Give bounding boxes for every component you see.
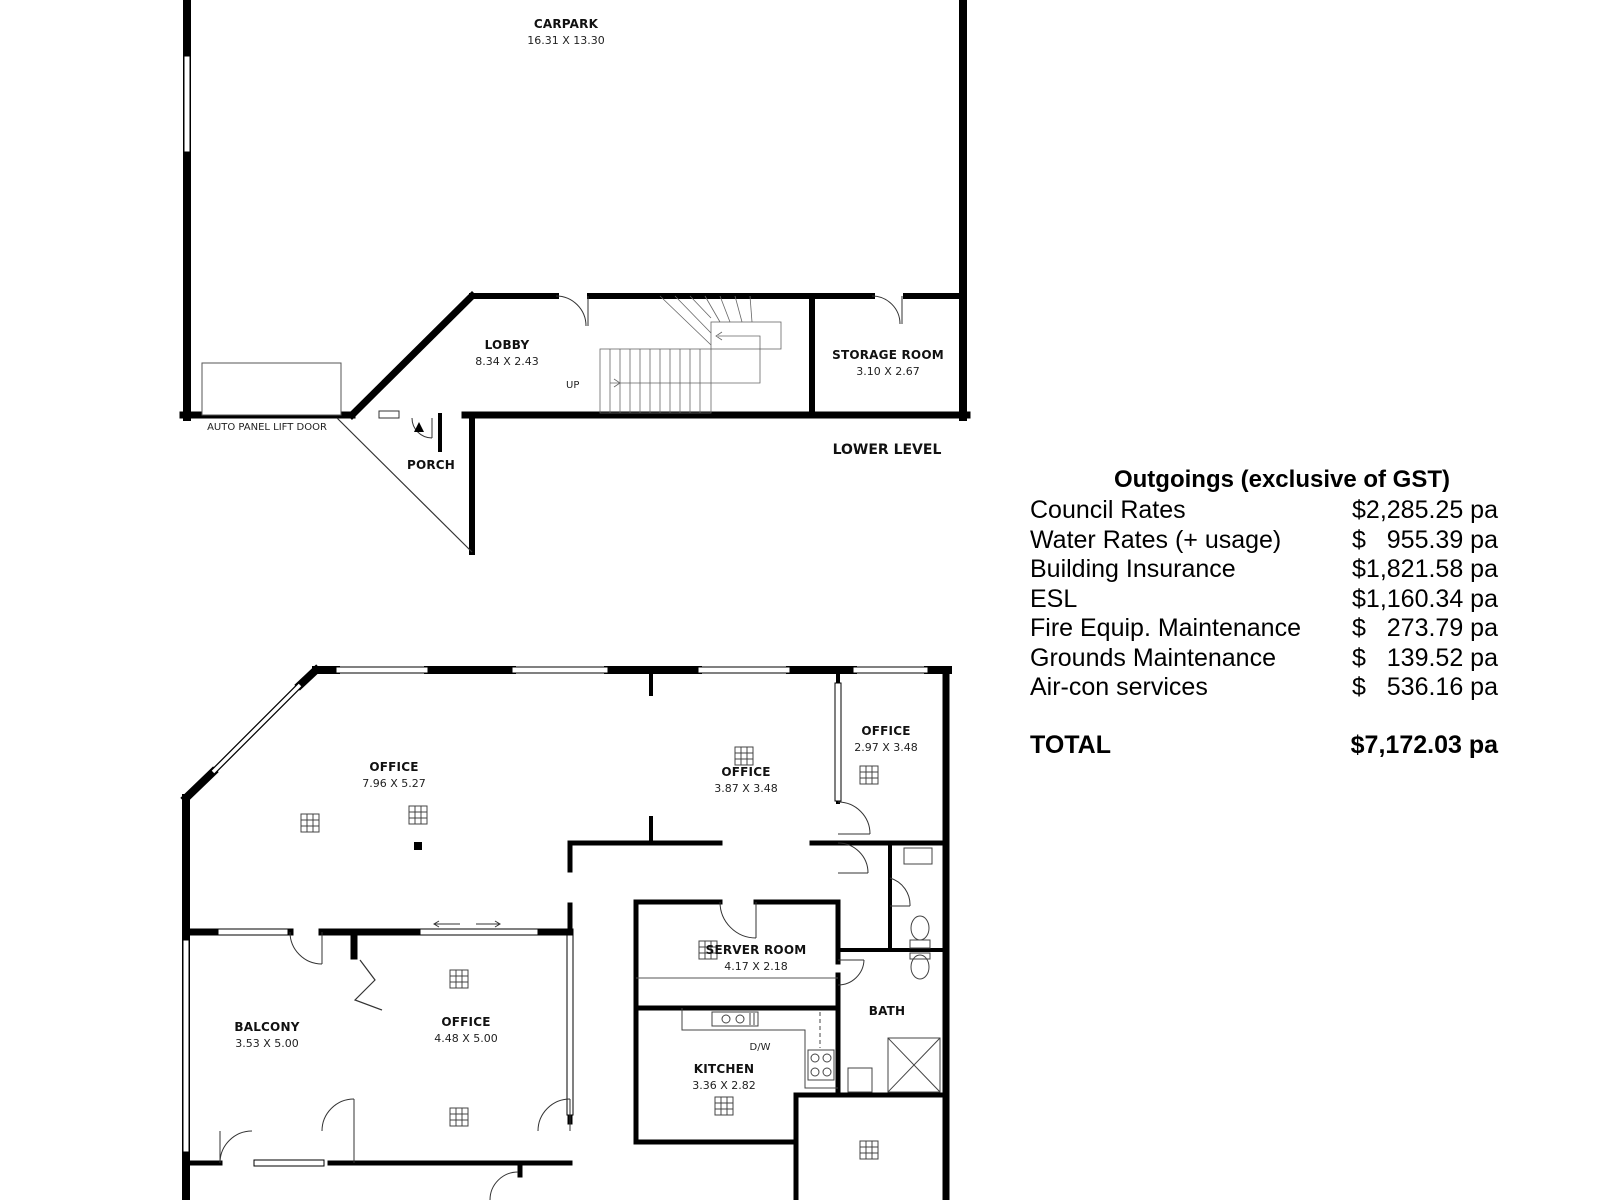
- column-marker: [414, 842, 422, 850]
- outgoing-row: Air-con services $ 536.16 pa: [1030, 673, 1510, 703]
- total-value: $7,172.03 pa: [1350, 730, 1498, 759]
- outgoing-label: Water Rates (+ usage): [1030, 525, 1282, 554]
- upper-windows: [182, 666, 929, 1167]
- carpark-dims: 16.31 X 13.30: [527, 34, 605, 47]
- outgoing-value: $ 955.39 pa: [1352, 525, 1498, 554]
- outgoing-row: ESL $1,160.34 pa: [1030, 585, 1510, 615]
- stairs-up-label: UP: [566, 380, 579, 391]
- outgoing-row: Council Rates $2,285.25 pa: [1030, 496, 1510, 526]
- outgoing-label: Fire Equip. Maintenance: [1030, 614, 1301, 642]
- outgoing-row: Water Rates (+ usage) $ 955.39 pa: [1030, 526, 1510, 556]
- upper-doors: [219, 801, 911, 1200]
- storage-dims: 3.10 X 2.67: [856, 365, 920, 378]
- lift-door: [201, 362, 342, 416]
- outgoing-value: $ 536.16 pa: [1352, 673, 1498, 701]
- outgoing-value: $1,160.34 pa: [1352, 584, 1498, 613]
- entry-door: [378, 410, 433, 439]
- carpark-window: [183, 55, 191, 153]
- balcony-name: BALCONY: [234, 1020, 299, 1034]
- outgoing-label: ESL: [1030, 584, 1078, 613]
- bathroom-fittings: [847, 847, 941, 1093]
- bifold-door: [353, 959, 383, 1011]
- server-dims: 4.17 X 2.18: [724, 960, 788, 973]
- kitchen-fittings: [681, 1008, 838, 1089]
- stairs: [599, 295, 782, 414]
- office-mid-name: OFFICE: [721, 765, 770, 779]
- office-main-name: OFFICE: [369, 760, 418, 774]
- porch-name: PORCH: [407, 458, 455, 472]
- bath-name: BATH: [869, 1004, 906, 1018]
- office-lower-name: OFFICE: [441, 1015, 490, 1029]
- outgoing-value: $ 273.79 pa: [1352, 614, 1498, 642]
- dishwasher-label: D/W: [750, 1042, 771, 1053]
- outgoing-label: Council Rates: [1030, 496, 1186, 524]
- outgoing-row: Fire Equip. Maintenance $ 273.79 pa: [1030, 614, 1510, 644]
- office-small-name: OFFICE: [861, 724, 910, 738]
- outgoing-value: $1,821.58 pa: [1352, 555, 1498, 583]
- sliding-door-arrows: [433, 920, 501, 928]
- total-row: TOTAL $7,172.03 pa: [1030, 731, 1510, 761]
- lift-door-label: AUTO PANEL LIFT DOOR: [207, 422, 327, 433]
- porch-outline: [336, 417, 473, 553]
- outgoing-value: $2,285.25 pa: [1352, 496, 1498, 524]
- outgoing-row: Grounds Maintenance $ 139.52 pa: [1030, 644, 1510, 674]
- lobby-doors: [555, 295, 903, 327]
- balcony-dims: 3.53 X 5.00: [235, 1037, 299, 1050]
- storage-name: STORAGE ROOM: [832, 348, 944, 362]
- outgoing-label: Air-con services: [1030, 673, 1208, 701]
- server-name: SERVER ROOM: [706, 943, 807, 957]
- kitchen-name: KITCHEN: [694, 1062, 754, 1076]
- lobby-name: LOBBY: [485, 338, 530, 352]
- level-label: LOWER LEVEL: [833, 442, 942, 458]
- outgoings-table: Outgoings (exclusive of GST) Council Rat…: [1030, 466, 1510, 760]
- office-mid-dims: 3.87 X 3.48: [714, 782, 778, 795]
- entry-arrow-icon: [414, 422, 424, 432]
- outgoing-label: Building Insurance: [1030, 555, 1236, 583]
- office-main-dims: 7.96 X 5.27: [362, 777, 426, 790]
- lobby-dims: 8.34 X 2.43: [475, 355, 539, 368]
- carpark-name: CARPARK: [534, 17, 599, 31]
- total-label: TOTAL: [1030, 730, 1112, 759]
- outgoing-row: Building Insurance $1,821.58 pa: [1030, 555, 1510, 585]
- kitchen-dims: 3.36 X 2.82: [692, 1079, 756, 1092]
- outgoing-value: $ 139.52 pa: [1352, 643, 1498, 672]
- lower-level-walls: [179, 0, 971, 555]
- office-lower-dims: 4.48 X 5.00: [434, 1032, 498, 1045]
- outgoings-title: Outgoings (exclusive of GST): [1113, 466, 1451, 493]
- office-small-dims: 2.97 X 3.48: [854, 741, 918, 754]
- outgoing-label: Grounds Maintenance: [1030, 643, 1276, 672]
